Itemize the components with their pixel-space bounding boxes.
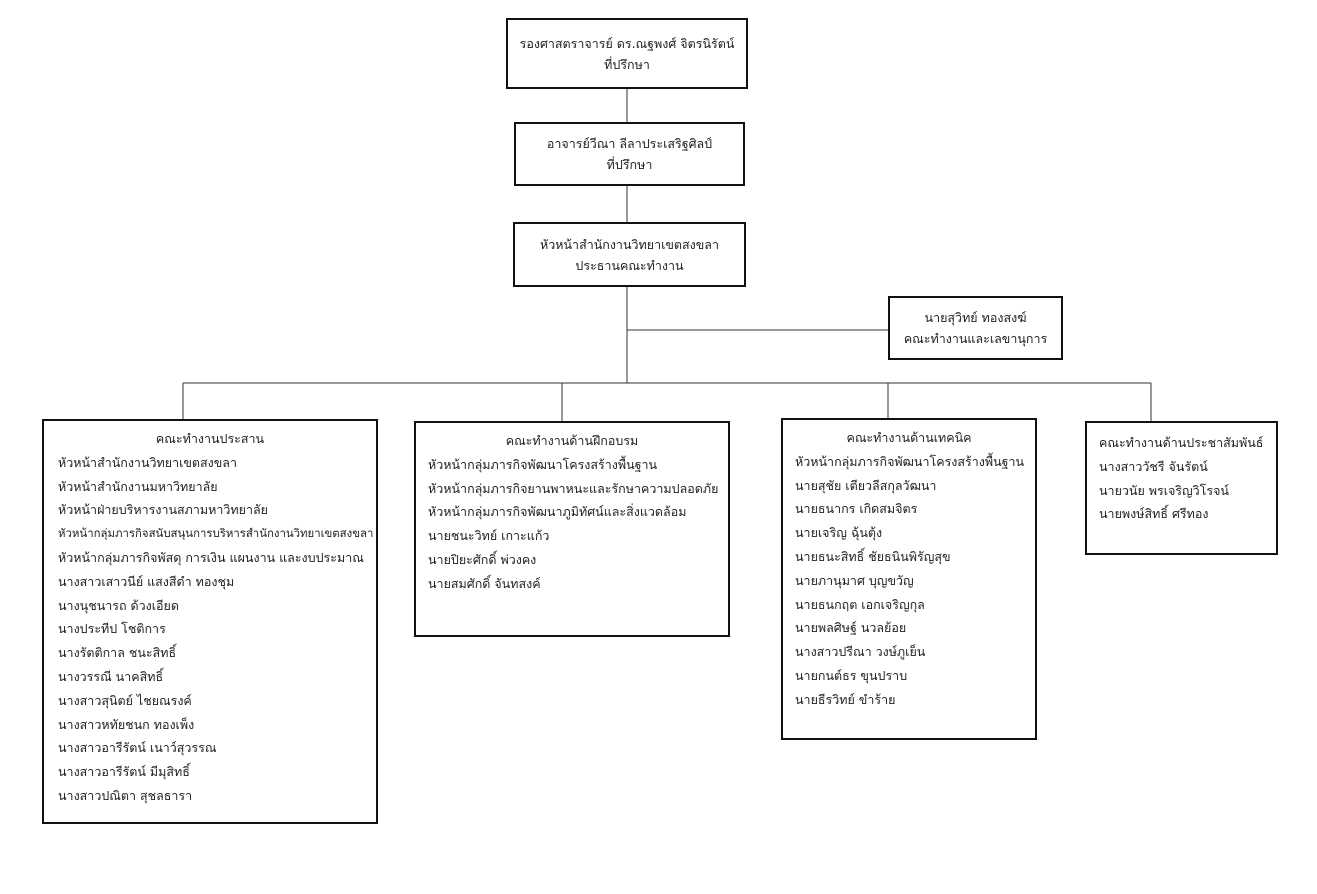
team-box-coordination: คณะทำงานประสาน หัวหน้าสำนักงานวิทยาเขตสง… <box>42 419 378 824</box>
team-member: นางสาวปณิตา สุชลธารา <box>58 787 193 803</box>
team-member: นายเจริญ ฉุ้นตุ้ง <box>795 525 883 541</box>
team-member: นายธนกฤต เอกเจริญกุล <box>795 596 925 612</box>
advisor-1-name: รองศาสตราจารย์ ดร.ณฐพงศ์ จิตรนิรัตน์ <box>519 35 735 51</box>
team-box-training: คณะทำงานด้านฝึกอบรม หัวหน้ากลุ่มภารกิจพั… <box>414 421 730 637</box>
team-member: นายปิยะศักดิ์ พ่วงคง <box>428 551 537 567</box>
team-member: นางประทีป โชติการ <box>58 621 166 637</box>
team-member: หัวหน้ากลุ่มภารกิจพัสดุ การเงิน แผนงาน แ… <box>58 549 364 565</box>
team-title: คณะทำงานประสาน <box>155 431 265 446</box>
team-member: หัวหน้ากลุ่มภารกิจสนับสนุนการบริหารสำนัก… <box>58 526 374 541</box>
team-member: หัวหน้าฝ่ายบริหารงานสภามหาวิทยาลัย <box>58 502 268 518</box>
advisor-2-role: ที่ปรึกษา <box>606 157 653 172</box>
team-member-list: หัวหน้าสำนักงานวิทยาเขตสงขลา หัวหน้าสำนั… <box>58 451 376 808</box>
team-member: นางสาวหทัยชนก ทองเพ็ง <box>58 716 195 732</box>
team-box-public-relations: คณะทำงานด้านประชาสัมพันธ์ นางสาววัชรี จั… <box>1085 421 1278 555</box>
team-member: นางนุชนารถ ด้วงเอียด <box>58 597 179 613</box>
team-member: นายธีรวิทย์ ขำร้าย <box>795 691 896 707</box>
team-member: นายสุชัย เตียวลีสกุลวัฒนา <box>795 477 937 493</box>
secretary-box: นายสุวิทย์ ทองสงฆ์ คณะทำงานและเลขานุการ <box>888 296 1063 360</box>
team-member: นายพลศิษฐ์ นวลย้อย <box>795 620 907 636</box>
team-member: นางสาวปรีณา วงษ์ภูเย็น <box>795 644 926 660</box>
team-member-list: หัวหน้ากลุ่มภารกิจพัฒนาโครงสร้างพื้นฐาน … <box>428 453 728 596</box>
team-member: นายภานุมาศ บุญขวัญ <box>795 572 914 588</box>
chair-box: หัวหน้าสำนักงานวิทยาเขตสงขลา ประธานคณะทำ… <box>513 222 746 287</box>
team-member: นางสาวสุนิตย์ ไชยณรงค์ <box>58 692 192 708</box>
team-title: คณะทำงานด้านประชาสัมพันธ์ <box>1099 435 1264 450</box>
team-member: หัวหน้าสำนักงานมหาวิทยาลัย <box>58 478 218 494</box>
team-member: นายกนต์ธร ขุนปราบ <box>795 667 908 683</box>
team-member: นายพงษ์สิทธิ์ ศรีทอง <box>1099 506 1209 522</box>
secretary-name: นายสุวิทย์ ทองสงฆ์ <box>924 310 1027 325</box>
team-member: นายธนะสิทธิ์ ชัยธนินพิรัญสุข <box>795 548 951 564</box>
advisor-2-name: อาจารย์วีณา ลีลาประเสริฐศิลป์ <box>546 136 713 151</box>
team-member: หัวหน้ากลุ่มภารกิจยานพาหนะและรักษาความปล… <box>428 480 719 496</box>
team-member: หัวหน้ากลุ่มภารกิจพัฒนาโครงสร้างพื้นฐาน <box>428 456 658 472</box>
advisor-box-1: รองศาสตราจารย์ ดร.ณฐพงศ์ จิตรนิรัตน์ ที่… <box>506 18 748 89</box>
chair-role: ประธานคณะทำงาน <box>575 257 684 273</box>
secretary-role: คณะทำงานและเลขานุการ <box>903 331 1048 346</box>
team-member-list: นางสาววัชรี จันรัตน์ นายวนัย พรเจริญวิโร… <box>1099 455 1276 526</box>
team-member: นายสมศักดิ์ จันทสงค์ <box>428 575 541 591</box>
team-member: นายชนะวิทย์ เกาะแก้ว <box>428 528 550 544</box>
advisor-1-role: ที่ปรึกษา <box>604 56 650 72</box>
team-box-technical: คณะทำงานด้านเทคนิค หัวหน้ากลุ่มภารกิจพัฒ… <box>781 418 1037 740</box>
team-member: นางวรรณี นาคสิทธิ์ <box>58 668 164 684</box>
team-member: นางสาวอารีรัตน์ เนาว์สุวรรณ <box>58 740 217 756</box>
team-member: นายธนากร เกิดสมจิตร <box>795 501 918 517</box>
team-member-list: หัวหน้ากลุ่มภารกิจพัฒนาโครงสร้างพื้นฐาน … <box>795 450 1035 712</box>
team-member: นางสาวเสาวนีย์ แสงสีดำ ทองชุม <box>58 573 235 589</box>
team-member: หัวหน้าสำนักงานวิทยาเขตสงขลา <box>58 454 237 470</box>
advisor-box-2: อาจารย์วีณา ลีลาประเสริฐศิลป์ ที่ปรึกษา <box>514 122 745 186</box>
team-member: หัวหน้ากลุ่มภารกิจพัฒนาภูมิทัศน์และสิ่งแ… <box>428 504 687 520</box>
team-title: คณะทำงานด้านเทคนิค <box>846 430 972 445</box>
team-title: คณะทำงานด้านฝึกอบรม <box>505 433 639 448</box>
chair-name: หัวหน้าสำนักงานวิทยาเขตสงขลา <box>540 236 719 252</box>
team-member: นางรัตติกาล ชนะสิทธิ์ <box>58 645 177 661</box>
team-member: นางสาวอารีรัตน์ มีมุสิทธิ์ <box>58 764 190 780</box>
team-member: นายวนัย พรเจริญวิโรจน์ <box>1099 482 1229 498</box>
team-member: หัวหน้ากลุ่มภารกิจพัฒนาโครงสร้างพื้นฐาน <box>795 453 1025 469</box>
team-member: นางสาววัชรี จันรัตน์ <box>1099 458 1208 474</box>
